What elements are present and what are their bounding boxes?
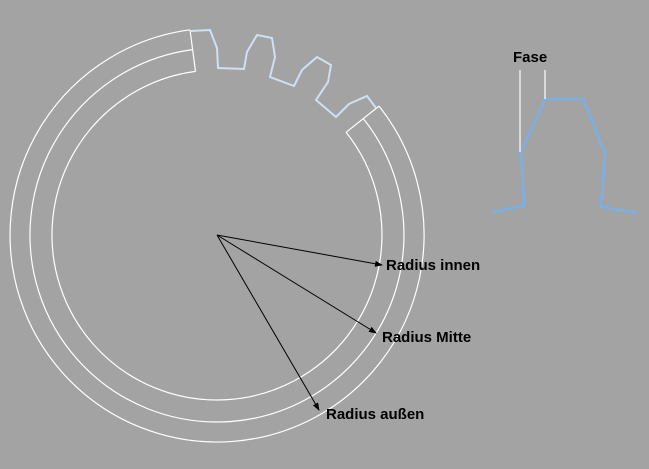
right-section-edge xyxy=(345,105,380,133)
arrow-radius-middle xyxy=(216,234,377,334)
outer-circle-arc xyxy=(9,29,425,443)
middle-circle-arc xyxy=(29,49,405,423)
gear-teeth-profile xyxy=(190,28,377,119)
radius-middle-label: Radius Mitte xyxy=(382,329,472,346)
tooth-detail-profile xyxy=(491,97,639,215)
arrow-radius-outer xyxy=(216,234,320,411)
radius-outer-label: Radius außen xyxy=(326,406,425,423)
arrow-radius-inner xyxy=(216,234,383,267)
radius-inner-label: Radius innen xyxy=(386,257,481,274)
fase-label: Fase xyxy=(513,49,548,66)
left-section-edge xyxy=(189,29,197,72)
